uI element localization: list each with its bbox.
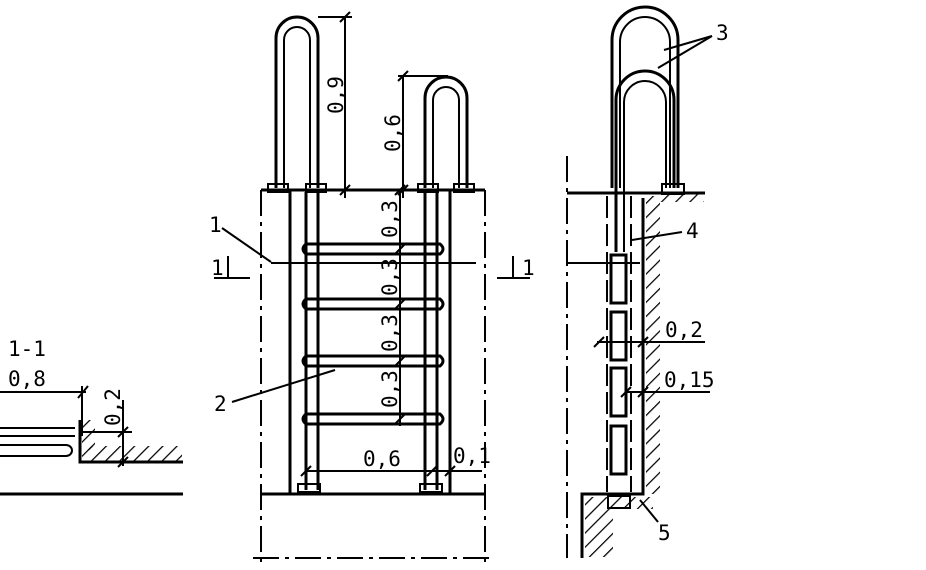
dim-right-handrail-label: 0,6 (381, 114, 405, 152)
callout-4: 4 (631, 219, 699, 243)
svg-text:1: 1 (209, 213, 222, 237)
rung-1 (301, 242, 445, 256)
callout-2: 2 (214, 369, 336, 416)
dim-step-2-label: 0,3 (378, 258, 402, 296)
dim-rung-projection-label: 0,2 (665, 318, 703, 342)
front-view: 1 1 0,9 0,6 0,3 0,3 (209, 11, 535, 566)
dim-ladder-width: 0,6 0,1 (300, 444, 491, 477)
dim-step-1-label: 0,3 (378, 200, 402, 238)
svg-text:5: 5 (658, 521, 671, 545)
svg-text:4: 4 (686, 219, 699, 243)
dim-left-handrail-height: 0,9 (318, 11, 352, 198)
dim-ladder-width-label: 0,6 (363, 447, 401, 471)
rung-4 (301, 412, 445, 426)
dim-right-handrail-height: 0,6 (381, 70, 448, 198)
callout-3: 3 (657, 21, 729, 69)
ladder-stringers (297, 192, 443, 493)
dim-rung-projection: 0,2 (593, 318, 705, 348)
section-mark-right: 1 (522, 256, 535, 280)
dim-step-chain: 0,3 0,3 0,3 0,3 (378, 184, 406, 426)
callout-5: 5 (639, 499, 671, 545)
svg-text:3: 3 (716, 21, 729, 45)
handrail-left (267, 15, 327, 193)
dim-step-4-label: 0,3 (378, 370, 402, 408)
dim-section-height: 0,2 (80, 388, 132, 468)
section-mark-left: 1 (211, 256, 224, 280)
dim-rung-thickness: 0,15 (620, 368, 715, 398)
rung-3 (301, 354, 445, 368)
section-view: 1-1 0,8 0,2 (0, 337, 183, 496)
section-cut-line: 1 1 (211, 256, 535, 280)
dim-section-width-label: 0,8 (8, 367, 46, 391)
section-title: 1-1 (8, 337, 46, 361)
dim-section-width: 0,8 (0, 367, 89, 436)
dim-section-height-label: 0,2 (101, 388, 125, 426)
side-stringer (606, 196, 632, 492)
svg-text:2: 2 (214, 392, 227, 416)
side-view: 0,2 0,15 3 4 5 (566, 5, 729, 558)
side-handrail-loops (607, 5, 685, 509)
dim-wall-offset-label: 0,1 (453, 444, 491, 468)
dim-rung-thickness-label: 0,15 (664, 368, 715, 392)
section-wall (78, 420, 183, 464)
dim-left-handrail-label: 0,9 (324, 76, 348, 114)
dim-step-3-label: 0,3 (378, 314, 402, 352)
rung-2 (301, 297, 445, 311)
handrail-right (417, 75, 475, 193)
section-rung (0, 427, 75, 457)
callout-1: 1 (209, 213, 272, 263)
